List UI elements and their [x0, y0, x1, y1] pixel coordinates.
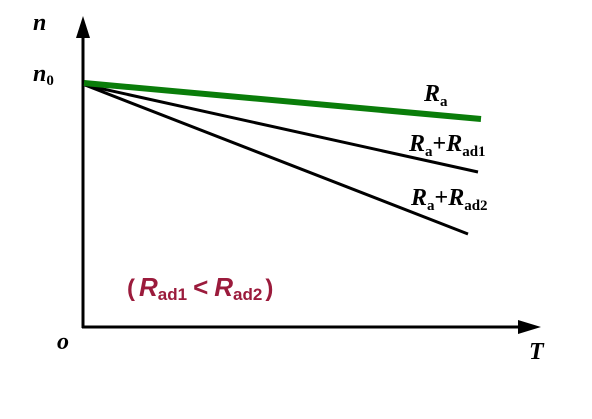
y-axis-label: n	[33, 10, 46, 36]
n0-sub: 0	[46, 73, 54, 89]
label-ra-ad1: Ra+Rad1	[408, 131, 486, 160]
label-ra-ad2: Ra+Rad2	[410, 185, 488, 214]
y-axis-arrow	[76, 16, 90, 38]
x-axis-arrow	[518, 320, 541, 334]
line-ra-ad1	[84, 83, 479, 174]
label-ra: Ra	[423, 81, 448, 110]
x-axis-label: T	[529, 339, 545, 365]
resistance-comparison-note: (Rad1<Rad2)	[127, 272, 273, 304]
line-ra	[83, 80, 482, 122]
origin-label: o	[57, 329, 69, 355]
line-ra-ad2	[84, 83, 469, 236]
n0-main: n	[33, 61, 46, 87]
n0-label: n0	[33, 61, 54, 89]
